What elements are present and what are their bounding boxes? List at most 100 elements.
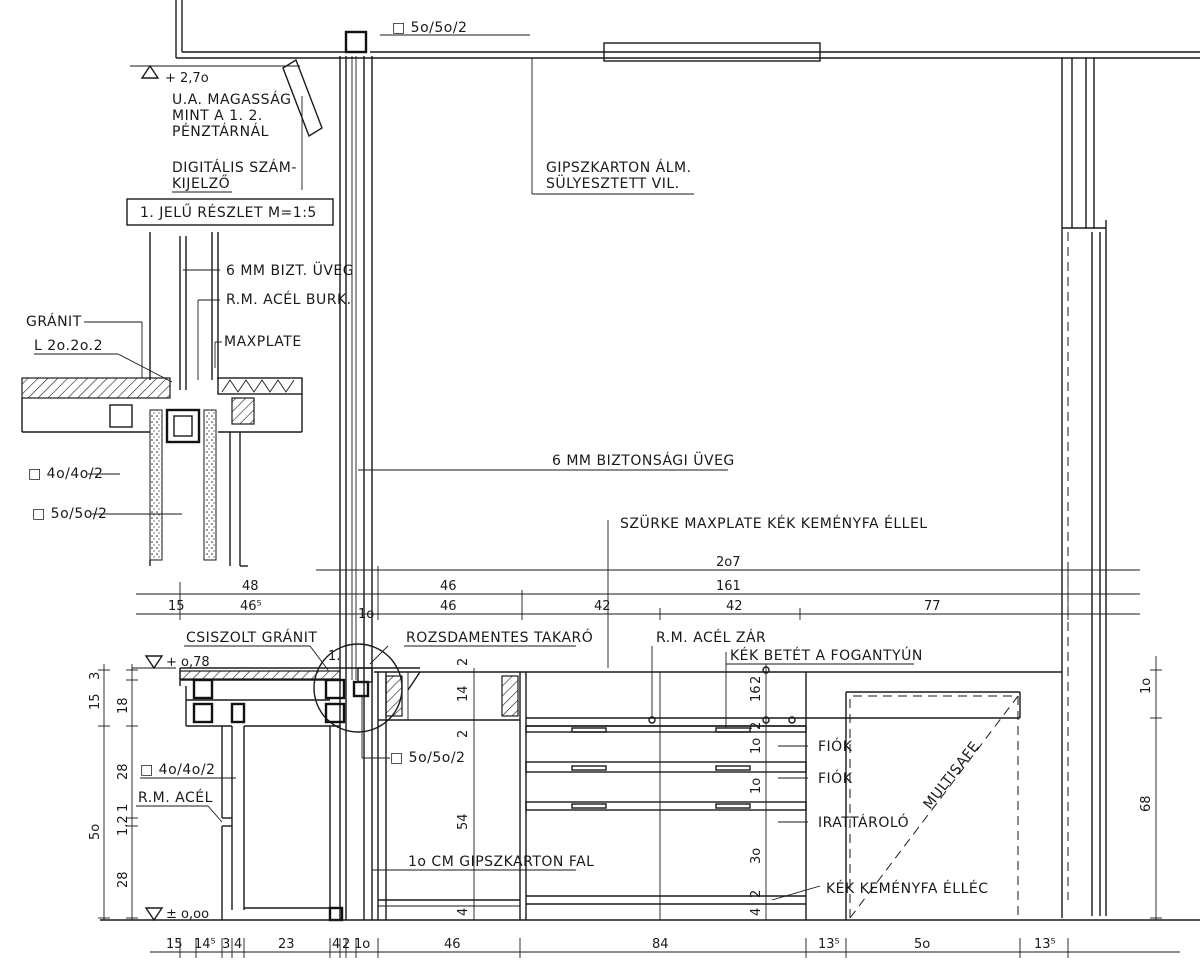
bdim-23: 23 [278, 937, 295, 952]
csiszolt-granit-label: CSISZOLT GRÁNIT [186, 629, 317, 646]
detail-small-profile [109, 404, 133, 428]
biztonsagi-uveg-label: 6 MM BIZTONSÁGI ÜVEG [552, 451, 735, 469]
drawer-handle-5 [571, 803, 607, 809]
granite-slab [21, 377, 171, 399]
dim-42b: 42 [726, 599, 743, 614]
vdim-28b: 28 [116, 871, 131, 888]
digitalis-line1: DIGITÁLIS SZÁM- [172, 159, 297, 176]
dim-46b: 46 [440, 599, 457, 614]
bdim-4: 4 [234, 937, 242, 952]
detail-marker-label: 1. [328, 649, 340, 664]
acel-zar-label: R.M. ACÉL ZÁR [656, 629, 766, 646]
maxplate-label: MAXPLATE [224, 334, 302, 350]
dim-46a: 46 [440, 579, 457, 594]
mdim-2b: 2 [456, 730, 471, 738]
bdim-1o: 1o [354, 937, 370, 952]
recessed-light [603, 42, 821, 62]
right-column [1061, 58, 1107, 918]
cdim-2b: 2 [749, 722, 764, 730]
bdim-2: 2 [342, 937, 350, 952]
bdim-4b: 4 [332, 937, 340, 952]
dim-1o: 1o [358, 607, 374, 622]
multisafe-box [845, 691, 1021, 920]
cdim-2: 2 [749, 676, 764, 684]
vdim-12: 1,2 [116, 815, 131, 836]
maxplate-slab [217, 377, 303, 395]
vdim-15: 15 [88, 693, 103, 710]
profile-top-label: □ 5o/5o/2 [392, 20, 467, 36]
detail-title-box [126, 198, 334, 226]
gipszkarton-line1: GIPSZKARTON ÁLM. [546, 159, 692, 176]
dim-42a: 42 [594, 599, 611, 614]
dim-207: 2o7 [716, 555, 741, 570]
granit-label: GRÁNIT [26, 313, 82, 330]
profile-50-label: □ 5o/5o/2 [32, 506, 107, 522]
cdim-16: 16 [749, 685, 764, 702]
dim-15: 15 [168, 599, 185, 614]
digital-display-icon [282, 58, 323, 138]
vdim-3: 3 [88, 672, 103, 680]
level-mark-top [130, 64, 300, 79]
rdim-1o: 1o [1139, 678, 1154, 694]
profile-50-main-label: □ 5o/5o/2 [390, 750, 465, 766]
counter-middle-section [377, 668, 521, 920]
cdim-3o: 3o [749, 848, 764, 864]
dimension-chain-bottom [150, 938, 1180, 958]
level-000-label: ± o,oo [166, 907, 209, 922]
dim-465: 46⁵ [240, 599, 262, 614]
ceiling-line [175, 0, 1200, 59]
rozsdamentes-label: ROZSDAMENTES TAKARÓ [406, 628, 593, 646]
rdim-68: 68 [1139, 795, 1154, 812]
mdim-54: 54 [456, 813, 471, 830]
mdim-14: 14 [456, 685, 471, 702]
profile-40-label: □ 4o/4o/2 [28, 466, 103, 482]
drawer-handle-1 [571, 727, 607, 733]
l-profile-label: L 2o.2o.2 [34, 338, 103, 354]
steel-profile-top [344, 30, 368, 54]
bdim-145: 14⁵ [194, 937, 216, 952]
mdim-4: 4 [456, 908, 471, 916]
kek-kemenyfa-label: KÉK KEMÉNYFA ÉLLÉC [826, 880, 989, 897]
vdim-1: 1 [116, 804, 131, 812]
vdim-5o: 5o [88, 824, 103, 840]
digitalis-line2: KIJELZŐ [172, 174, 230, 192]
vdim-18: 18 [116, 697, 131, 714]
dimension-chains-top [136, 566, 1140, 620]
cdim-2c: 2 [749, 890, 764, 898]
dim-161: 161 [716, 579, 741, 594]
detail-profile-tube [165, 408, 201, 444]
ua-magassag-line2: MINT A 1. 2. [172, 108, 263, 124]
drawer-cabinet [525, 664, 1020, 920]
bdim-135b: 13⁵ [1034, 937, 1056, 952]
irattarolo-label: IRATTÁROLÓ [818, 813, 909, 831]
mdim-2a: 2 [456, 658, 471, 666]
kek-betet-label: KÉK BETÉT A FOGANTYÚN [730, 646, 923, 664]
bdim-135a: 13⁵ [818, 937, 840, 952]
vertical-dims-left [98, 664, 138, 920]
bdim-15: 15 [166, 937, 183, 952]
fiok-2-label: FIÓK [818, 769, 853, 787]
level-mark-078 [144, 655, 164, 670]
profile-40-main-label: □ 4o/4o/2 [140, 762, 215, 778]
drawer-handle-6 [715, 803, 751, 809]
level-mark-000 [144, 907, 164, 922]
bdim-46: 46 [444, 937, 461, 952]
cdim-4: 4 [749, 908, 764, 916]
level-078-label: + o,78 [166, 655, 210, 670]
bdim-3: 3 [222, 937, 230, 952]
ua-magassag-line3: PÉNZTÁRNÁL [172, 123, 269, 140]
detail-title: 1. JELŰ RÉSZLET M=1:5 [140, 203, 317, 221]
multisafe-label: MULTISAFE [921, 739, 983, 813]
vdim-28a: 28 [116, 763, 131, 780]
uveg-6mm-label: 6 MM BIZT. ÜVEG [226, 261, 354, 279]
vertical-dims-right [1150, 656, 1162, 920]
dim-77: 77 [924, 599, 941, 614]
cdim-1oa: 1o [749, 738, 764, 754]
glass-partition [339, 56, 373, 920]
level-top-label: + 2,7o [165, 71, 209, 86]
bdim-5o: 5o [914, 937, 930, 952]
fiok-1-label: FIÓK [818, 737, 853, 755]
detail-1-inset: 1. JELŰ RÉSZLET M=1:5 6 MM BIZT. ÜVEG [21, 198, 354, 567]
bdim-84: 84 [652, 937, 669, 952]
